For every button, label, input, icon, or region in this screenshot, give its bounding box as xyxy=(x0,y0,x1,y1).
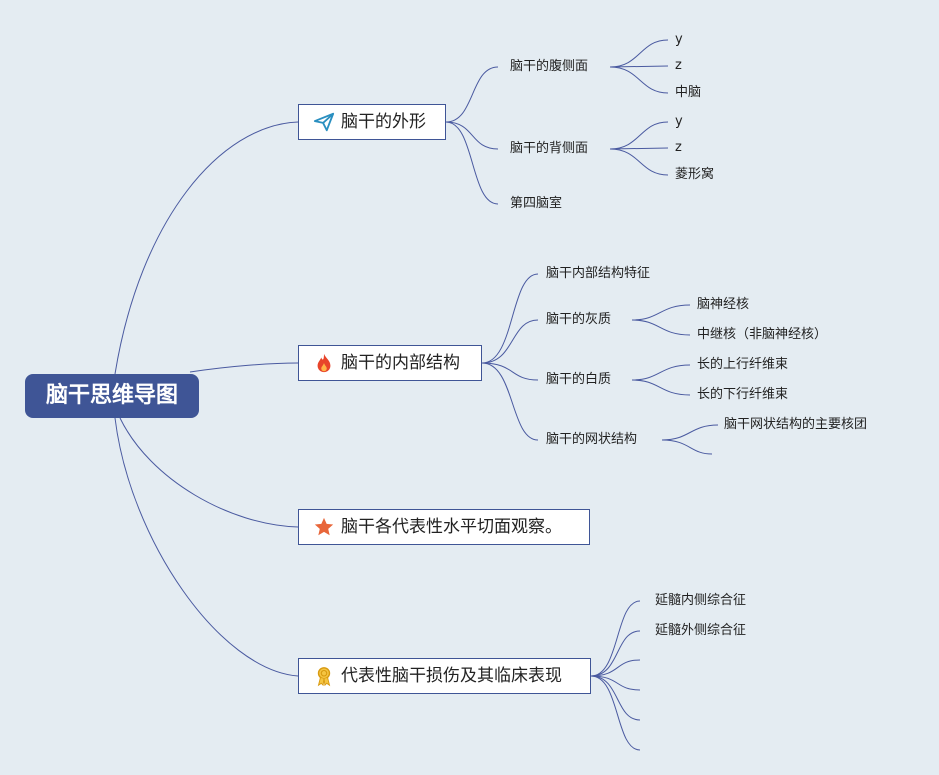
node-white-child[interactable]: 长的下行纤维束 xyxy=(697,387,789,402)
branch-brainstem-external-form[interactable]: 脑干的外形 xyxy=(298,104,446,140)
branch-brainstem-internal-structure[interactable]: 脑干的内部结构 xyxy=(298,345,482,381)
branch-label: 脑干各代表性水平切面观察。 xyxy=(341,516,562,537)
branch-brainstem-lesions[interactable]: 代表性脑干损伤及其临床表现 xyxy=(298,658,591,694)
fire-icon xyxy=(313,352,335,374)
node-dorsal-child[interactable]: z xyxy=(675,140,682,155)
node-internal-features[interactable]: 脑干内部结构特征 xyxy=(546,266,651,281)
node-gray-child[interactable]: 脑神经核 xyxy=(697,297,750,312)
root-node[interactable]: 脑干思维导图 xyxy=(25,374,199,418)
node-lesion-child[interactable]: 延髓外侧综合征 xyxy=(655,623,747,638)
node-white-child[interactable]: 长的上行纤维束 xyxy=(697,357,789,372)
node-ventral-child[interactable]: 中脑 xyxy=(675,85,702,100)
award-ribbon-icon xyxy=(313,665,335,687)
star-icon xyxy=(313,516,335,538)
branch-label: 代表性脑干损伤及其临床表现 xyxy=(341,665,562,686)
node-ventral-surface[interactable]: 脑干的腹侧面 xyxy=(510,59,589,74)
node-dorsal-child[interactable]: y xyxy=(675,114,683,129)
node-ventral-child[interactable]: y xyxy=(675,32,683,47)
node-gray-matter[interactable]: 脑干的灰质 xyxy=(546,312,612,327)
branch-horizontal-sections[interactable]: 脑干各代表性水平切面观察。 xyxy=(298,509,590,545)
node-white-matter[interactable]: 脑干的白质 xyxy=(546,372,612,387)
node-reticular-child[interactable]: 脑干网状结构的主要核团 xyxy=(724,417,868,432)
node-reticular-formation[interactable]: 脑干的网状结构 xyxy=(546,432,638,447)
node-dorsal-surface[interactable]: 脑干的背侧面 xyxy=(510,141,589,156)
node-ventral-child[interactable]: z xyxy=(675,58,682,73)
node-gray-child[interactable]: 中继核（非脑神经核） xyxy=(697,327,828,342)
branch-label: 脑干的内部结构 xyxy=(341,352,460,373)
node-lesion-child[interactable]: 延髓内侧综合征 xyxy=(655,593,747,608)
node-fourth-ventricle[interactable]: 第四脑室 xyxy=(510,196,563,211)
paper-plane-icon xyxy=(313,111,335,133)
node-dorsal-child[interactable]: 菱形窝 xyxy=(675,167,715,182)
branch-label: 脑干的外形 xyxy=(341,111,426,132)
